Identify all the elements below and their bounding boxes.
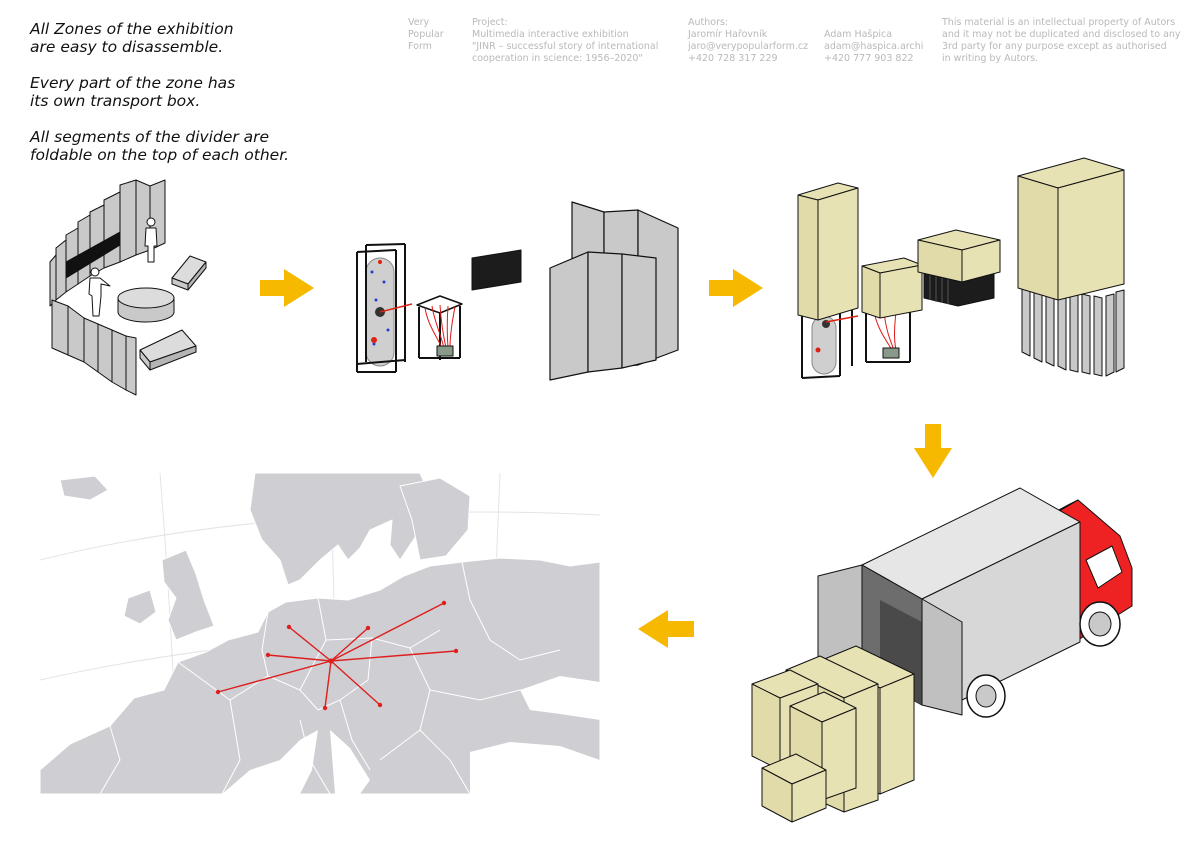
round-table bbox=[117, 287, 175, 323]
folding-divider bbox=[549, 201, 679, 381]
author-2-info: Adam Hašpica adam@haspica.archi +420 777… bbox=[824, 29, 924, 64]
intro-paragraph-foldable: All segments of the divider are foldable… bbox=[30, 128, 290, 164]
stacked-boxes bbox=[751, 645, 915, 823]
europe-map bbox=[40, 473, 600, 794]
country-borders bbox=[99, 561, 561, 794]
delivery-routes bbox=[217, 602, 457, 709]
medium-transport-box bbox=[861, 257, 923, 319]
truck-illustration bbox=[751, 487, 1133, 823]
truck-wheel-front bbox=[1079, 601, 1121, 647]
divider-front-panels bbox=[51, 299, 137, 396]
screen-transport-box bbox=[917, 229, 1001, 307]
arrow-left bbox=[638, 610, 694, 648]
author-1-info: Authors: Jaromír Hařovník jaro@verypopul… bbox=[688, 17, 809, 64]
visitor-figure-1 bbox=[144, 217, 158, 263]
studio-name: Very Popular Form bbox=[408, 17, 444, 52]
bench-block bbox=[171, 255, 207, 291]
intro-paragraph-disassemble: All Zones of the exhibition are easy to … bbox=[30, 20, 234, 56]
copyright-notice: This material is an intellectual propert… bbox=[942, 17, 1181, 64]
arrow-down bbox=[914, 424, 952, 478]
destination-points bbox=[215, 600, 459, 711]
divider-transport-box bbox=[1017, 157, 1125, 377]
disassembled-parts-illustration bbox=[356, 201, 679, 381]
tall-transport-box bbox=[797, 182, 859, 321]
land-masses bbox=[40, 473, 600, 794]
project-info: Project: Multimedia interactive exhibiti… bbox=[472, 17, 659, 64]
arrow-right-1 bbox=[260, 269, 314, 307]
arrow-right-2 bbox=[709, 269, 763, 307]
visitor-figure-2 bbox=[88, 267, 111, 317]
exhibition-zone-illustration bbox=[49, 179, 207, 396]
truck-wheel-rear bbox=[966, 674, 1006, 718]
wire-table-frame bbox=[865, 310, 911, 363]
tall-frame bbox=[356, 243, 413, 373]
intro-text: All Zones of the exhibition are easy to … bbox=[30, 20, 330, 182]
origin-hub bbox=[328, 658, 334, 664]
wedge-block bbox=[139, 329, 197, 371]
display-screen bbox=[471, 249, 522, 291]
screen-band bbox=[65, 231, 121, 279]
seas bbox=[222, 676, 600, 794]
packed-boxes-illustration bbox=[797, 157, 1125, 379]
intro-paragraph-transport-box: Every part of the zone has its own trans… bbox=[30, 74, 236, 110]
wire-table bbox=[416, 295, 463, 360]
